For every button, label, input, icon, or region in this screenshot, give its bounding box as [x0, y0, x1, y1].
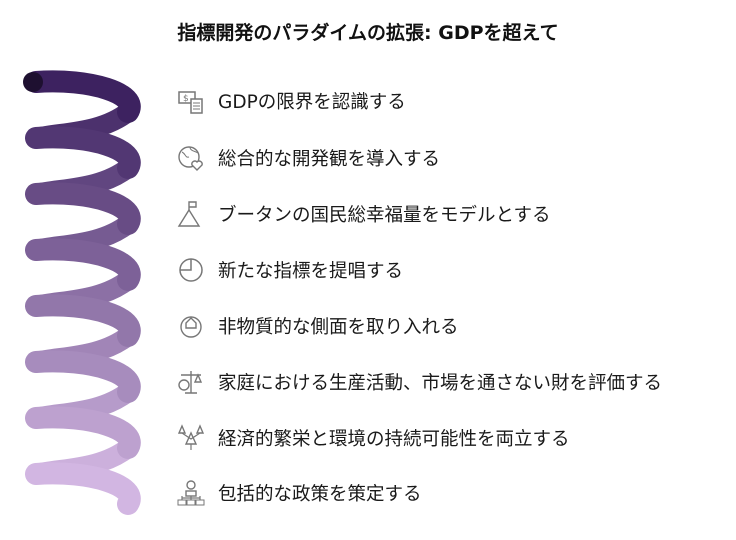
list-item: 新たな指標を提唱する — [176, 255, 403, 285]
spiral-graphic — [23, 70, 141, 515]
list-item: 家庭における生産活動、市場を通さない財を評価する — [176, 367, 662, 397]
list-item: 包括的な政策を策定する — [176, 478, 422, 508]
list-item: 経済的繁栄と環境の持続可能性を両立する — [176, 423, 570, 453]
spiral-end-cap — [23, 72, 43, 92]
spiral-coil-front — [25, 238, 141, 291]
spiral-coil-front — [25, 294, 141, 347]
mountain-flag-icon — [176, 199, 206, 229]
item-label: ブータンの国民総幸福量をモデルとする — [218, 205, 551, 226]
hierarchy-bulb-icon — [176, 478, 206, 508]
item-label: GDPの限界を認識する — [218, 92, 406, 113]
trees-icon — [176, 423, 206, 453]
money-calculator-icon: $ — [176, 86, 206, 116]
globe-heart-icon — [176, 143, 206, 173]
item-label: 経済的繁栄と環境の持続可能性を両立する — [218, 429, 570, 450]
item-label: 非物質的な側面を取り入れる — [218, 317, 459, 338]
home-globe-icon — [176, 311, 206, 341]
spiral-coil-front — [25, 70, 141, 123]
spiral-coil-front — [25, 126, 141, 179]
spiral-coil-front — [25, 182, 141, 235]
page-title: 指標開発のパラダイムの拡張: GDPを超えて — [177, 22, 559, 44]
item-label: 包括的な政策を策定する — [218, 484, 422, 505]
item-label: 新たな指標を提唱する — [218, 261, 404, 282]
list-item: 非物質的な側面を取り入れる — [176, 311, 459, 341]
balance-scale-icon — [176, 367, 206, 397]
list-item: $ GDPの限界を認識する — [176, 86, 406, 116]
list-item: ブータンの国民総幸福量をモデルとする — [176, 199, 550, 229]
spiral-coil-front — [25, 462, 141, 515]
spiral-coil-front — [25, 406, 141, 459]
svg-text:$: $ — [183, 94, 189, 104]
spiral-coil-front — [25, 350, 141, 403]
item-label: 総合的な開発観を導入する — [218, 149, 441, 170]
item-label: 家庭における生産活動、市場を通さない財を評価する — [218, 373, 663, 394]
pie-chart-icon — [176, 255, 206, 285]
list-item: 総合的な開発観を導入する — [176, 143, 440, 173]
